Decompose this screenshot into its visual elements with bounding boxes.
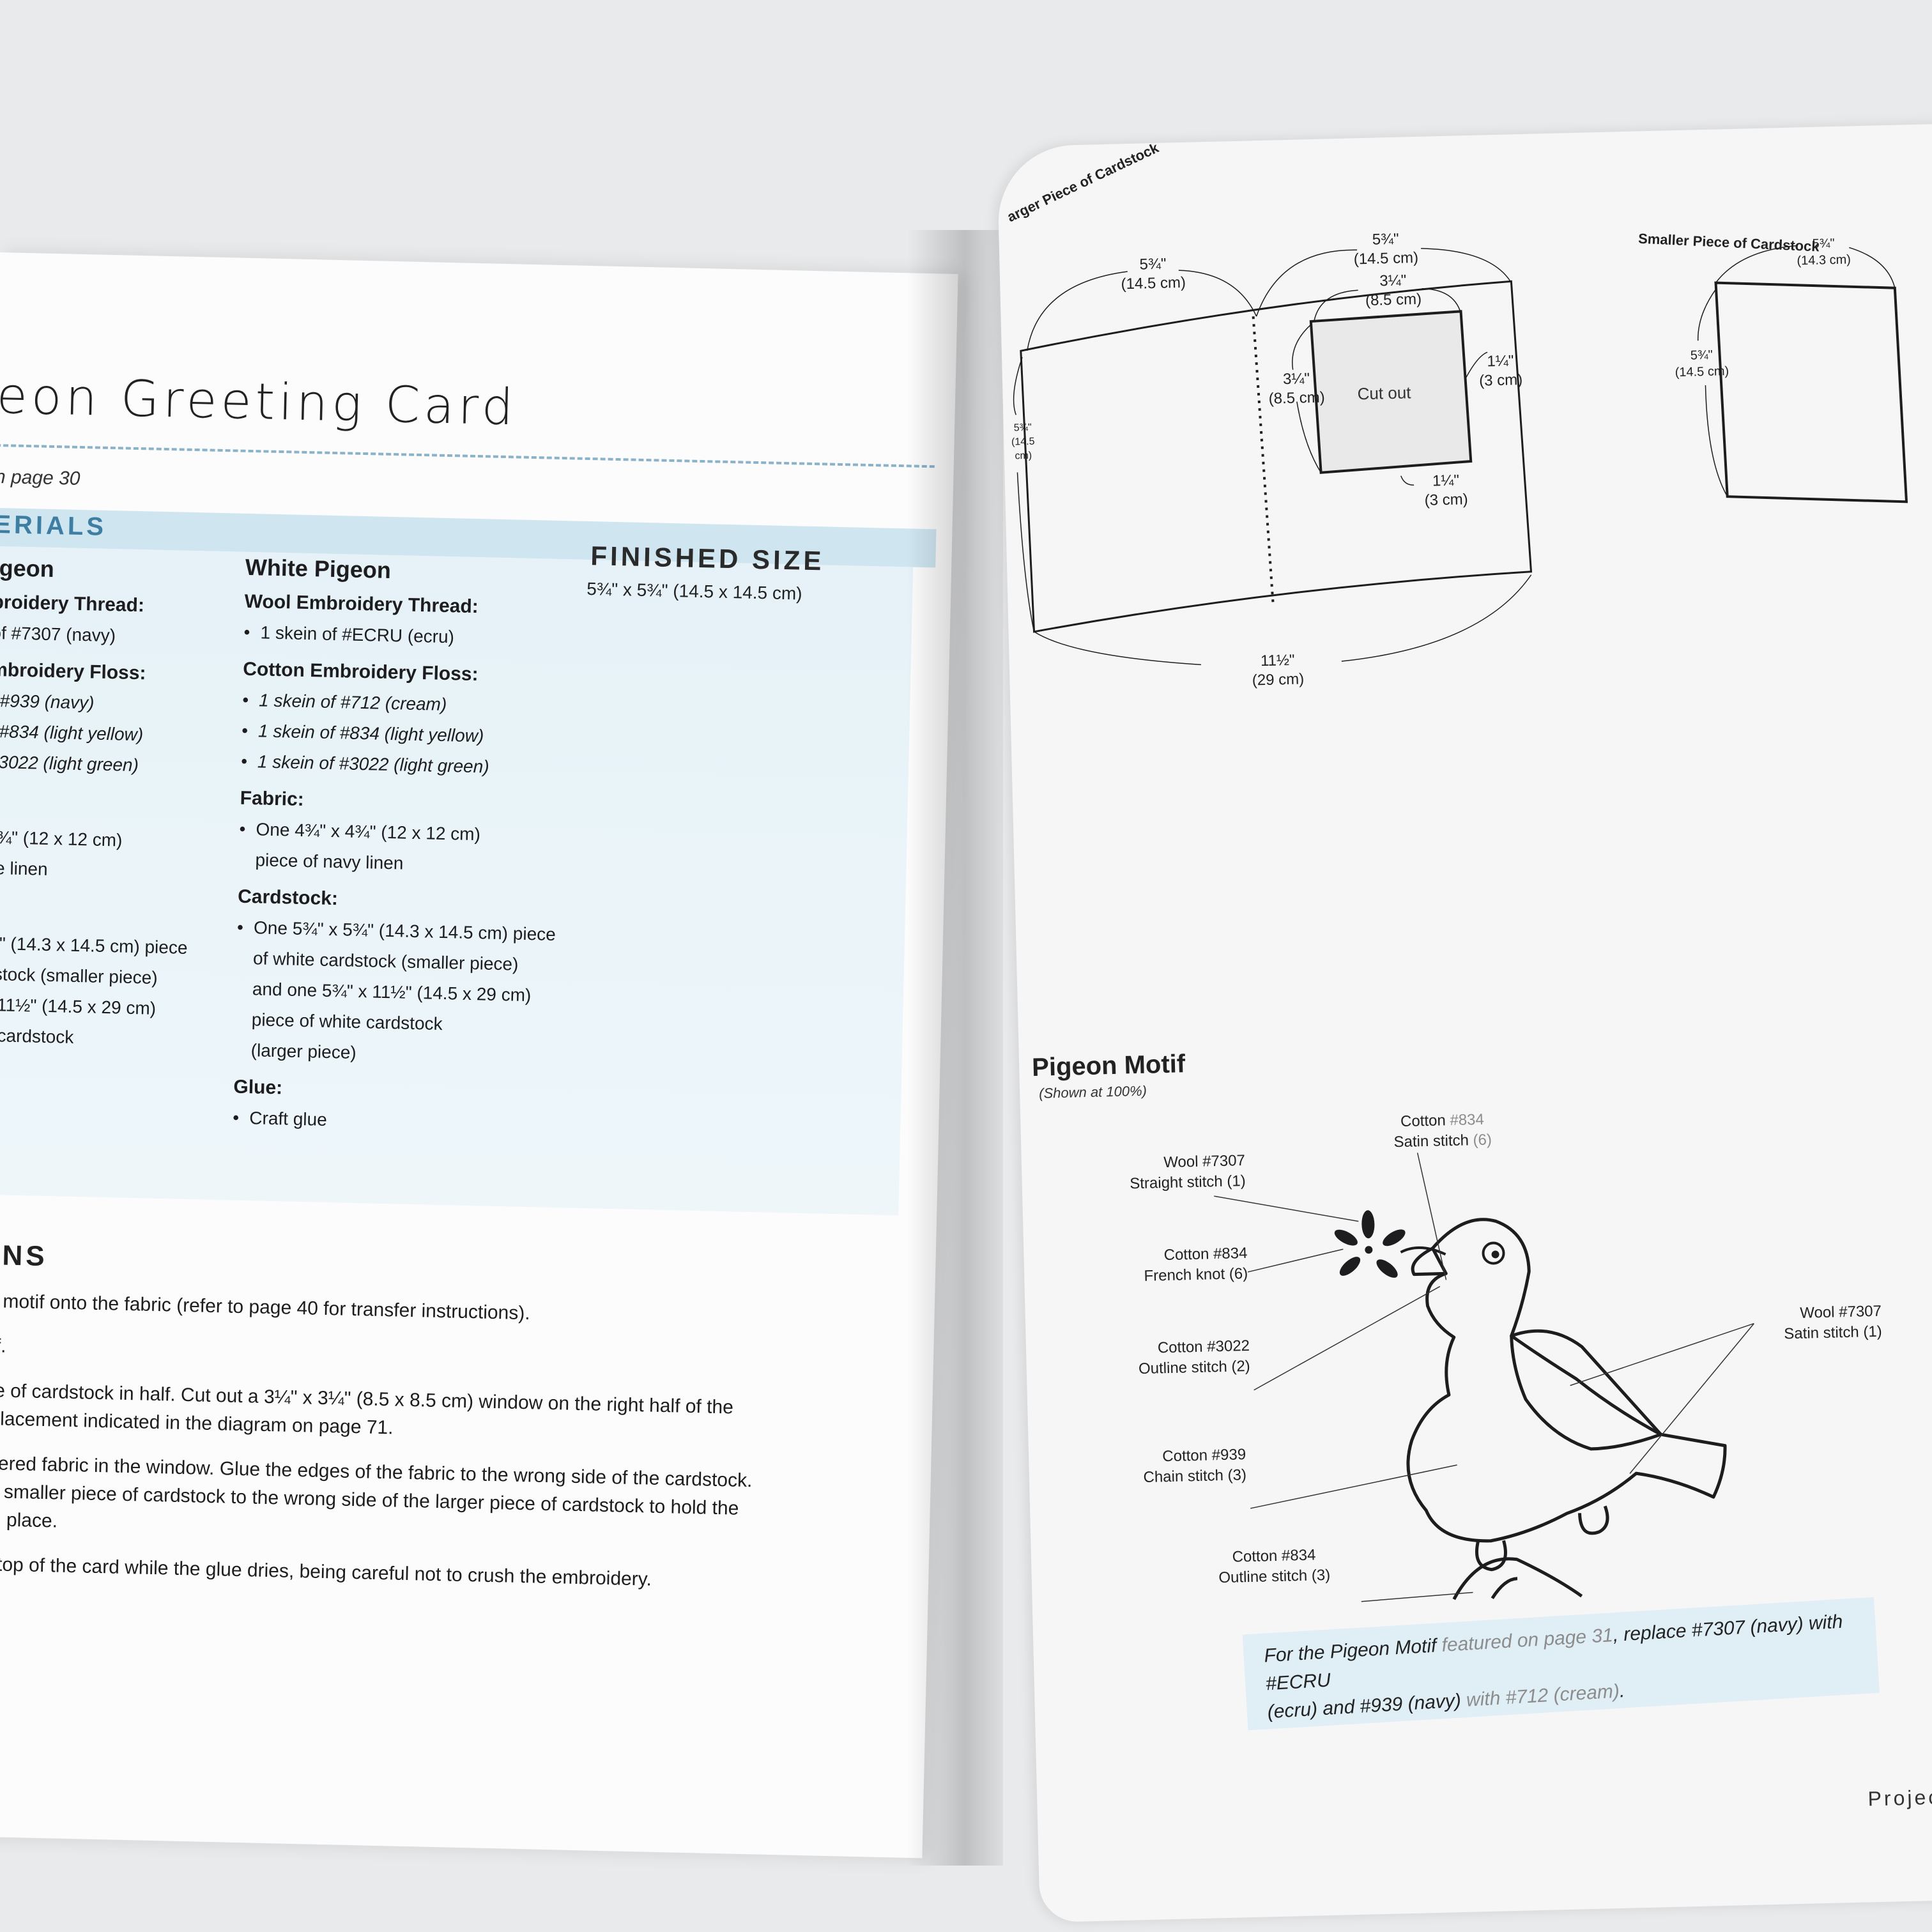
dim-metric: (14.5 cm) [1011,436,1035,462]
dim-top-left: 5¾"(14.5 cm) [1111,254,1195,294]
dim-metric: (14.5 cm) [1675,364,1729,380]
callout-line: Chain stitch (3) [1143,1466,1247,1487]
left-page: eon Greeting Card n page 30 ERIALS igeon… [0,252,958,1859]
dim-left-side: 5¾" (14.5 cm) [1004,420,1043,463]
cardstock-item: ¾" (14.3 x 14.5 cm) piece [0,933,188,958]
page-title: eon Greeting Card [0,367,518,437]
callout-text-muted: #834 [1450,1110,1485,1130]
materials-column-navy: igeon broidery Thread: of #7307 (navy) m… [0,553,210,1056]
floss-item: #3022 (light green) [0,751,139,776]
page-footer-right: Project Ins [1867,1784,1932,1811]
dashed-divider [0,443,935,468]
callout-line: French knot (6) [1144,1264,1248,1285]
pigeon-icon [1406,1218,1727,1600]
note-text: For the Pigeon Motif featured on page 31… [1263,1607,1867,1727]
callout-line: Outline stitch (3) [1218,1566,1331,1587]
materials-column-white: White Pigeon Wool Embroidery Thread: 1 s… [233,552,591,1141]
dim-window-height: 3¼"(8.5 cm) [1258,369,1335,409]
dim-metric: (14.3 cm) [1797,252,1851,268]
dim-top-right: 5¾"(14.5 cm) [1344,229,1427,270]
callout-text-muted: (6) [1473,1131,1492,1149]
page-reference: n page 30 [0,466,80,489]
wool-item: of #7307 (navy) [0,622,116,646]
dim-metric: (3 cm) [1478,371,1523,390]
instructions-list: on motif onto the fabric (refer to page … [0,1287,807,1614]
floss-heading: mbroidery Floss: [0,659,146,684]
dim-metric: (8.5 cm) [1365,290,1422,309]
cut-out-label: Cut out [1357,383,1411,404]
dim-metric: (8.5 cm) [1268,388,1326,408]
flower-icon [1334,1210,1406,1278]
dim-value: 5¾" [1690,348,1713,363]
dim-value: 5¾" [1372,230,1399,249]
cardstock-item: dstock (smaller piece) [0,963,158,988]
callout-line: Satin stitch (1) [1784,1322,1883,1343]
instruction-line: on motif onto the fabric (refer to page … [0,1290,531,1324]
fabric-item: 4¾" (12 x 12 cm) [0,827,123,850]
wool-heading: broidery Thread: [0,591,145,617]
dim-small-top: 5¾"(14.3 cm) [1788,234,1859,270]
dim-value: 1¼" [1432,471,1460,490]
book-gutter-shadow [907,230,1003,1866]
instructions-heading: ONS [0,1239,49,1273]
dim-value: 5¾" [1013,422,1032,434]
dim-right-margin: 1¼"(3 cm) [1468,351,1533,391]
callout-line: Satin stitch (6) [1366,1129,1520,1153]
note-part: . [1618,1680,1626,1702]
dim-value: 3¼" [1282,370,1310,388]
callout-line: Outline stitch (2) [1138,1357,1251,1378]
dim-window-width: 3¼"(8.5 cm) [1354,270,1432,310]
instruction-line: otif. [0,1335,6,1357]
motif-title: Pigeon Motif [1031,1050,1186,1082]
dim-metric: (29 cm) [1252,670,1305,689]
dim-value: 5¾" [1139,255,1167,273]
dim-value: 11½" [1260,651,1295,670]
dim-value: 5¾" [1812,236,1835,251]
callout-text: Cotton [1400,1112,1450,1131]
dim-metric: (14.5 cm) [1121,273,1186,293]
dim-small-side: 5¾"(14.5 cm) [1666,346,1737,381]
dim-value: 1¼" [1487,352,1514,371]
fabric-item: ite linen [0,857,48,879]
column-heading: igeon [0,554,55,583]
right-page: arger Piece of Cardstock Smaller Piece o… [997,123,1932,1923]
cardstock-diagram [1013,245,1908,666]
dim-bottom-margin: 1¼"(3 cm) [1414,471,1478,510]
dim-metric: (3 cm) [1424,491,1469,509]
floss-item: f #834 (light yellow) [0,721,144,745]
instruction-line: on top of the card while the glue dries,… [0,1553,652,1590]
cardstock-item: e cardstock [0,1025,74,1047]
motif-scale-note: (Shown at 100%) [1038,1082,1147,1101]
dim-bottom: 11½"(29 cm) [1236,650,1319,691]
pigeon-illustration [1214,1153,1754,1602]
floss-item: f #939 (navy) [0,690,95,713]
dim-value: 3¼" [1379,272,1407,290]
finished-size-heading: FINISHED SIZE [590,540,825,576]
materials-heading: ERIALS [0,510,107,541]
dim-metric: (14.5 cm) [1353,249,1419,268]
callout-line: Straight stitch (1) [1129,1172,1246,1193]
cardstock-item: x 11½" (14.5 x 29 cm) [0,994,157,1018]
note-part-muted: with #712 (cream) [1466,1680,1620,1711]
callout-text: Satin stitch [1393,1131,1473,1151]
